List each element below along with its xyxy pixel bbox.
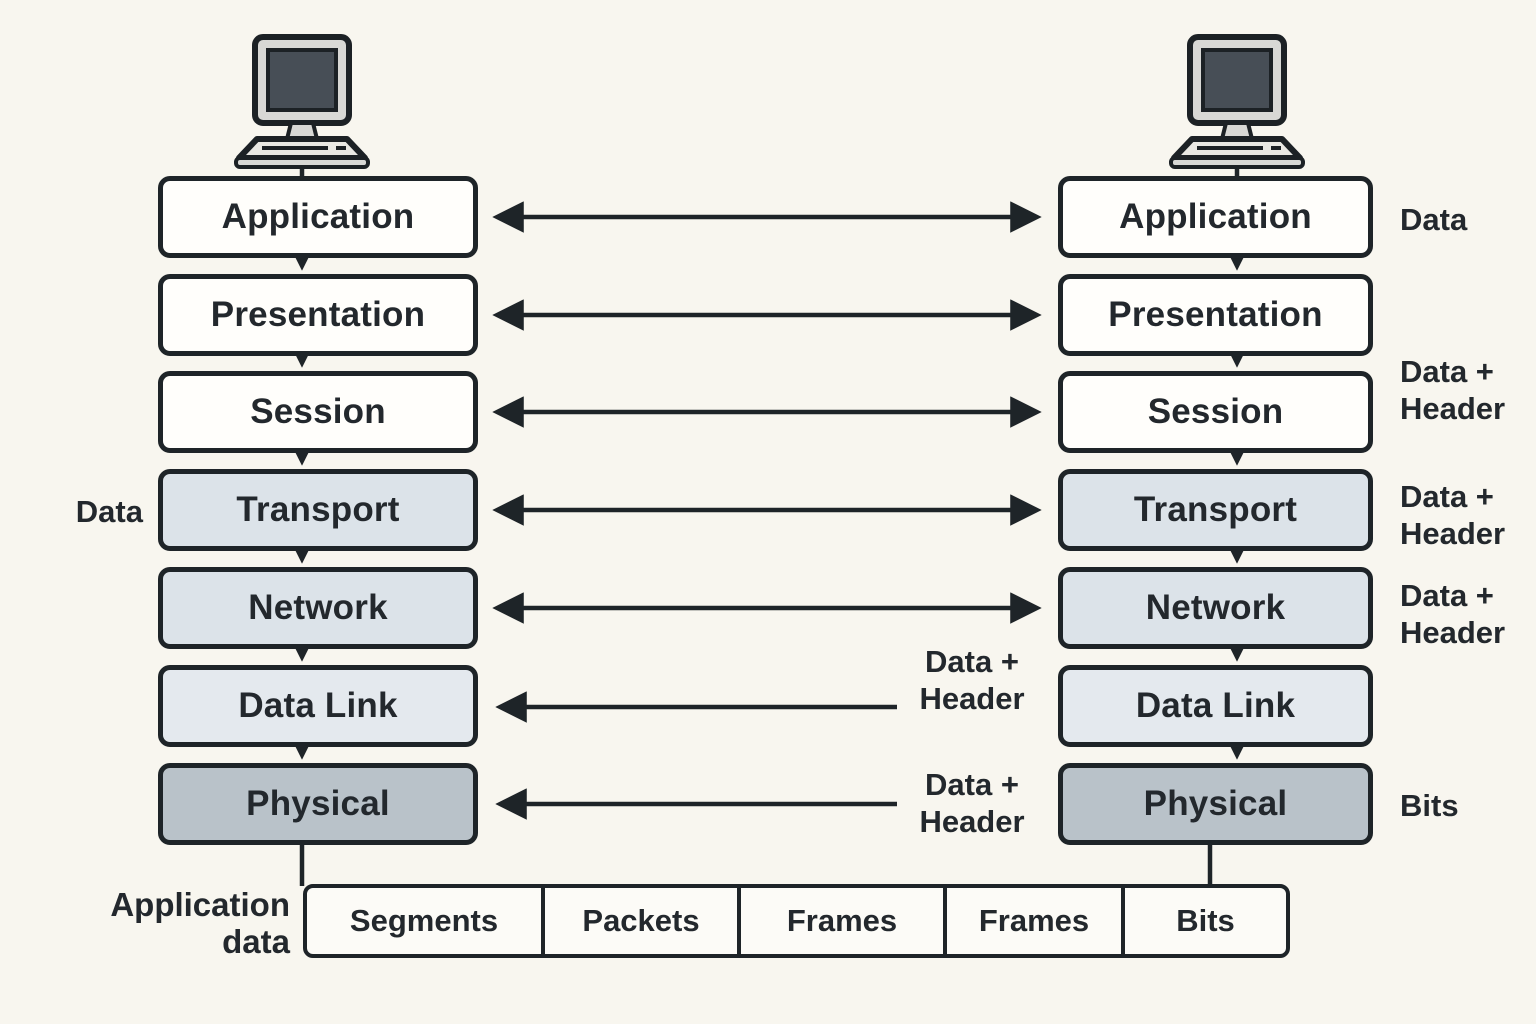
layer-box-application-left: Application: [158, 176, 478, 258]
layer-box-session-left: Session: [158, 371, 478, 453]
pdu-cell-frames-1: Frames: [737, 888, 943, 954]
layer-box-session-right: Session: [1058, 371, 1373, 453]
layer-box-transport-right: Transport: [1058, 469, 1373, 551]
layer-box-datalink-left: Data Link: [158, 665, 478, 747]
pdu-cell-bits: Bits: [1121, 888, 1286, 954]
layer-box-datalink-right: Data Link: [1058, 665, 1373, 747]
layer-box-presentation-left: Presentation: [158, 274, 478, 356]
layer-box-physical-right: Physical: [1058, 763, 1373, 845]
pdu-cell-frames-2: Frames: [943, 888, 1121, 954]
layer-box-network-left: Network: [158, 567, 478, 649]
layer-box-application-right: Application: [1058, 176, 1373, 258]
label-bits-right: Bits: [1400, 788, 1459, 823]
layer-box-transport-left: Transport: [158, 469, 478, 551]
layer-box-presentation-right: Presentation: [1058, 274, 1373, 356]
label-data-header-right-2: Data + Header: [1400, 479, 1506, 551]
label-data-header-datalink: Data + Header: [919, 644, 1025, 716]
layer-box-physical-left: Physical: [158, 763, 478, 845]
pdu-cell-packets: Packets: [541, 888, 737, 954]
desktop-computer-icon: [236, 37, 368, 167]
pdu-cell-segments: Segments: [349, 903, 499, 938]
label-data-header-physical: Data + Header: [919, 767, 1025, 839]
label-data-right: Data: [1400, 202, 1468, 237]
desktop-computer-icon: [1171, 37, 1303, 167]
layer-box-network-right: Network: [1058, 567, 1373, 649]
label-data-header-right-1: Data + Header: [1400, 354, 1506, 426]
label-application-data: Application data: [110, 886, 290, 960]
label-data-header-right-3: Data + Header: [1400, 578, 1506, 650]
pdu-row: Segments Packets Frames Frames Bits: [303, 884, 1290, 958]
label-data-left: Data: [75, 494, 143, 529]
